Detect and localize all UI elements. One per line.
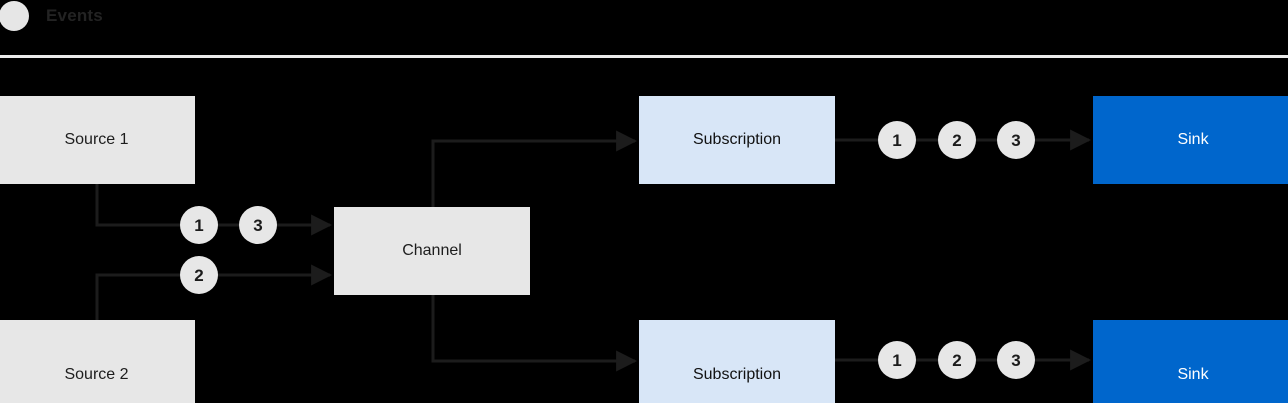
event-token-source1-1: 1 xyxy=(180,206,218,244)
header-divider xyxy=(0,55,1288,58)
node-subscription-bottom[interactable]: Subscription xyxy=(639,320,835,403)
event-token-subtop-2: 2 xyxy=(938,121,976,159)
event-token-subtop-1: 1 xyxy=(878,121,916,159)
node-sink-top[interactable]: Sink xyxy=(1093,96,1288,184)
event-token-subtop-3: 3 xyxy=(997,121,1035,159)
event-token-subbottom-2: 2 xyxy=(938,341,976,379)
node-subscription-top[interactable]: Subscription xyxy=(639,96,835,184)
events-dot-icon xyxy=(0,1,29,31)
event-token-subbottom-3: 3 xyxy=(997,341,1035,379)
node-source-1[interactable]: Source 1 xyxy=(0,96,195,184)
node-source-2[interactable]: Source 2 xyxy=(0,320,195,403)
node-channel[interactable]: Channel xyxy=(334,207,530,295)
event-token-source2-2: 2 xyxy=(180,256,218,294)
legend-label: Events xyxy=(46,6,103,25)
event-token-source1-3: 3 xyxy=(239,206,277,244)
node-sink-bottom[interactable]: Sink xyxy=(1093,320,1288,403)
event-token-subbottom-1: 1 xyxy=(878,341,916,379)
